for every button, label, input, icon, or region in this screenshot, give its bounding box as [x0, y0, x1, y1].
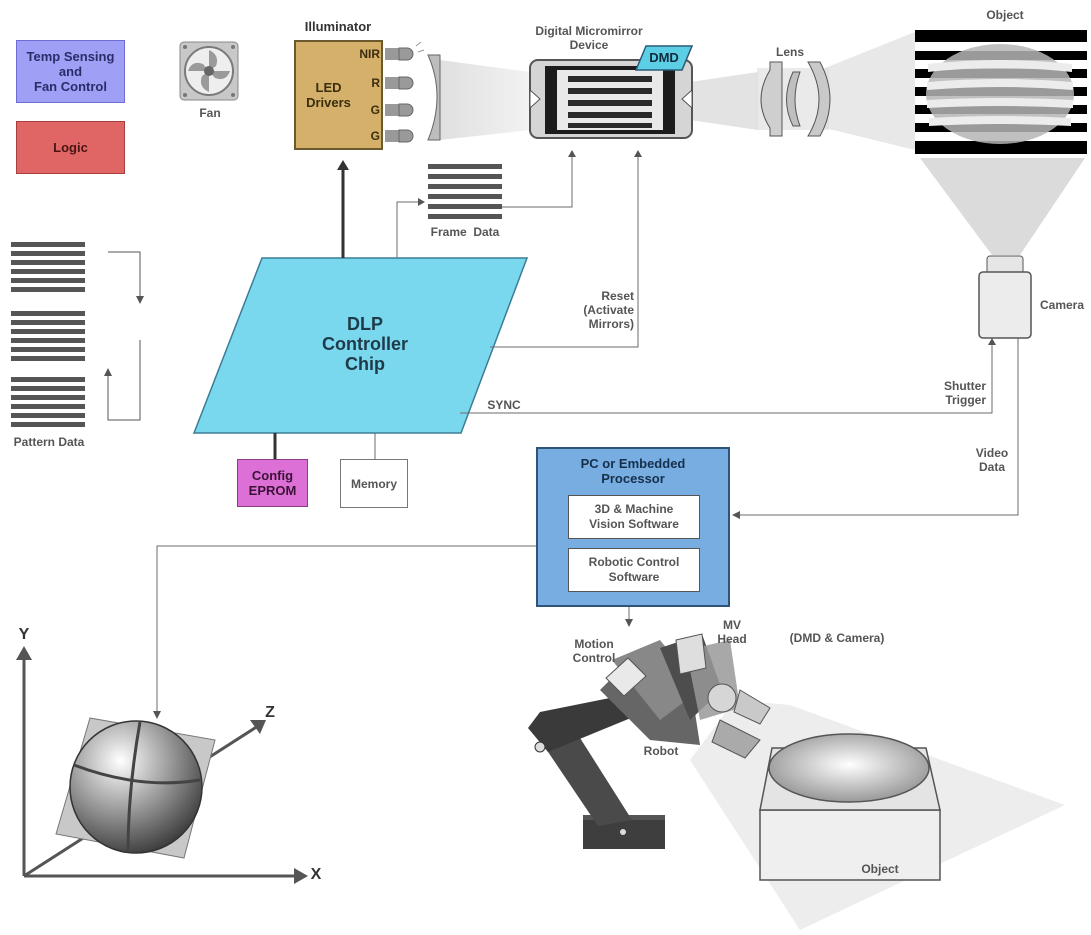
- vision-software-box: 3D & Machine Vision Software: [568, 495, 700, 539]
- dmd-device-icon: [529, 59, 693, 139]
- dmd-tag: [634, 45, 694, 71]
- dlp-controller-shape: [192, 257, 529, 434]
- nir-led-icon: [385, 47, 414, 61]
- g-label-2: G: [370, 129, 380, 143]
- motion-control-label: Motion Control: [572, 637, 616, 665]
- mv-head-label: MV Head: [717, 618, 747, 646]
- dmd-tag-label: DMD: [649, 50, 679, 65]
- object-bottom-label: Object: [861, 862, 899, 876]
- led-reflector-icon: [427, 54, 441, 141]
- r-label: R: [371, 76, 380, 90]
- fan-icon: [179, 41, 239, 101]
- processor-title: PC or Embedded Processor: [580, 456, 686, 486]
- robot-icon: [528, 633, 771, 849]
- reset-label: Reset (Activate Mirrors): [583, 289, 634, 331]
- config-eprom-box: Config EPROM: [237, 459, 308, 507]
- bowl-object-icon: [759, 733, 941, 881]
- illuminator-label: Illuminator: [304, 19, 372, 34]
- pattern-data-label: Pattern Data: [13, 435, 85, 449]
- axis-y-label: Y: [18, 626, 30, 643]
- pattern-cycle-arrows: [104, 251, 144, 421]
- sync-label: SYNC: [487, 398, 521, 412]
- frame-data-label: Frame Data: [430, 225, 500, 239]
- nir-label: NIR: [359, 47, 380, 61]
- lens-icon: [757, 61, 831, 137]
- g-led-icon-1: [385, 103, 414, 117]
- led-emitters: [385, 41, 441, 143]
- thick-links: [273, 160, 349, 460]
- axis-z-label: Z: [265, 704, 275, 721]
- camera-icon: [978, 255, 1032, 339]
- processor-box: PC or Embedded Processor 3D & Machine Vi…: [536, 447, 730, 607]
- pattern-data-stacks: [11, 242, 85, 427]
- temp-fan-control-box: Temp Sensing and Fan Control: [16, 40, 125, 103]
- axis-x-label: X: [310, 866, 322, 883]
- dmd-to-lens-beam: [690, 72, 758, 130]
- dmd-device-label: Digital Micromirror Device: [535, 24, 643, 52]
- fan-label: Fan: [199, 106, 221, 120]
- dmd-camera-label: (DMD & Camera): [789, 631, 885, 645]
- frame-data-pattern: [428, 164, 502, 219]
- dlp-controller-label: DLP Controller Chip: [321, 314, 408, 374]
- projected-object-icon: [915, 30, 1087, 154]
- robot-label: Robot: [643, 744, 679, 758]
- led-drivers-box: LED Drivers: [294, 40, 383, 150]
- illuminator-beam: [440, 60, 530, 140]
- arrowheads: [153, 150, 996, 719]
- g-led-icon-2: [385, 129, 414, 143]
- lens-label: Lens: [775, 45, 804, 59]
- axis-arrowheads: [16, 646, 308, 884]
- robotic-software-box: Robotic Control Software: [568, 548, 700, 592]
- logic-box: Logic: [16, 121, 125, 174]
- camera-view-cone: [920, 158, 1085, 255]
- memory-box: Memory: [340, 459, 408, 508]
- g-label-1: G: [370, 103, 380, 117]
- projection-beam: [825, 32, 915, 150]
- camera-label: Camera: [1039, 298, 1085, 312]
- connection-lines: [156, 156, 1019, 712]
- r-led-icon: [385, 76, 414, 90]
- shutter-trigger-label: Shutter Trigger: [944, 379, 986, 407]
- sphere-object-icon: [55, 717, 216, 859]
- video-data-label: Video Data: [975, 446, 1009, 474]
- object-top-label: Object: [986, 8, 1024, 22]
